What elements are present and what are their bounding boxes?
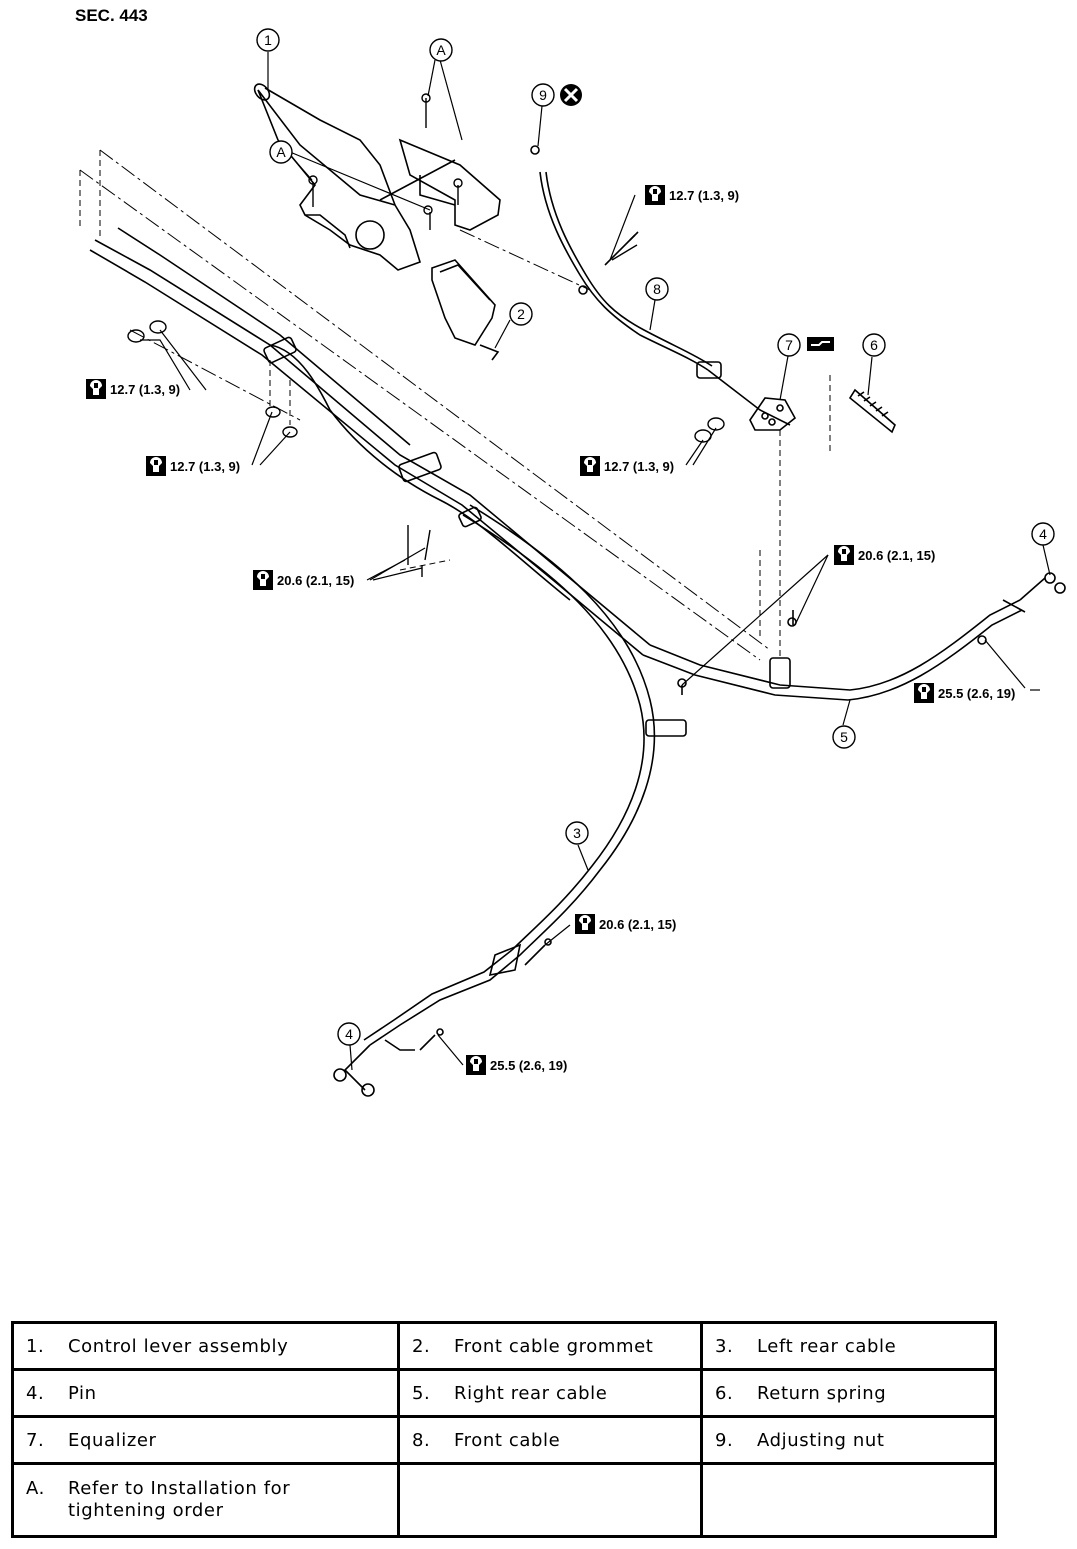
callout-8: 8 <box>653 281 661 297</box>
torque-wrench-icon <box>86 379 106 399</box>
torque-spec-3: 12.7 (1.3, 9) <box>170 459 240 474</box>
equalizer <box>749 397 797 431</box>
torque-spec-9: 25.5 (2.6, 19) <box>490 1058 567 1073</box>
left-rear-cable <box>333 504 687 1097</box>
callout-5: 5 <box>840 729 848 745</box>
torque-wrench-icon <box>146 456 166 476</box>
legend-cell: 1.Control lever assembly <box>11 1321 400 1371</box>
torque-spec-1: 12.7 (1.3, 9) <box>669 188 739 203</box>
callout-4-left: 4 <box>345 1026 353 1042</box>
legend-cell: 7.Equalizer <box>11 1415 400 1465</box>
torque-wrench-icon <box>575 914 595 934</box>
front-cable <box>530 145 791 426</box>
callout-3: 3 <box>573 825 581 841</box>
torque-wrench-icon <box>645 185 665 205</box>
torque-spec-2: 12.7 (1.3, 9) <box>110 382 180 397</box>
parking-brake-diagram: 1 A A 9 2 8 7 6 4 5 3 4 12.7 (1.3, 9) 12… <box>79 28 1066 1097</box>
torque-wrench-icon <box>834 545 854 565</box>
callout-2: 2 <box>517 306 525 322</box>
control-lever-assembly <box>253 83 501 271</box>
legend-cell: 6.Return spring <box>700 1368 997 1418</box>
legend-cell: A.Refer to Installation for tightening o… <box>11 1462 400 1538</box>
torque-spec-5: 20.6 (2.1, 15) <box>277 573 354 588</box>
legend-cell: 9.Adjusting nut <box>700 1415 997 1465</box>
torque-spec-8: 20.6 (2.1, 15) <box>599 917 676 932</box>
callout-4-right: 4 <box>1039 526 1047 542</box>
return-spring <box>848 388 896 434</box>
legend-cell: 5.Right rear cable <box>397 1368 703 1418</box>
callout-A-top: A <box>436 42 446 58</box>
callout-1: 1 <box>264 32 272 48</box>
callout-7: 7 <box>785 337 793 353</box>
legend-cell: 3.Left rear cable <box>700 1321 997 1371</box>
torque-spec-7: 25.5 (2.6, 19) <box>938 686 1015 701</box>
torque-spec-6: 20.6 (2.1, 15) <box>858 548 935 563</box>
callout-9: 9 <box>539 87 547 103</box>
cable-bundle <box>89 227 651 656</box>
legend-cell: 4.Pin <box>11 1368 400 1418</box>
callout-6: 6 <box>870 337 878 353</box>
parts-legend-table: 1.Control lever assembly 2.Front cable g… <box>11 1321 997 1538</box>
grease-icon <box>807 337 834 351</box>
callout-A-left: A <box>276 144 286 160</box>
torque-wrench-icon <box>580 456 600 476</box>
front-cable-grommet <box>431 259 500 361</box>
torque-wrench-icon <box>253 570 273 590</box>
legend-cell-empty <box>700 1462 997 1538</box>
legend-row: 7.Equalizer 8.Front cable 9.Adjusting nu… <box>11 1415 997 1465</box>
right-rear-cable <box>642 572 1066 701</box>
torque-wrench-icon <box>914 683 934 703</box>
torque-wrench-icon <box>466 1055 486 1075</box>
torque-spec-4: 12.7 (1.3, 9) <box>604 459 674 474</box>
legend-row: 1.Control lever assembly 2.Front cable g… <box>11 1321 997 1371</box>
legend-row: A.Refer to Installation for tightening o… <box>11 1462 997 1538</box>
legend-cell: 2.Front cable grommet <box>397 1321 703 1371</box>
section-title: SEC. 443 <box>75 6 148 25</box>
legend-row: 4.Pin 5.Right rear cable 6.Return spring <box>11 1368 997 1418</box>
legend-cell-empty <box>397 1462 703 1538</box>
do-not-reuse-icon <box>560 84 582 106</box>
legend-cell: 8.Front cable <box>397 1415 703 1465</box>
